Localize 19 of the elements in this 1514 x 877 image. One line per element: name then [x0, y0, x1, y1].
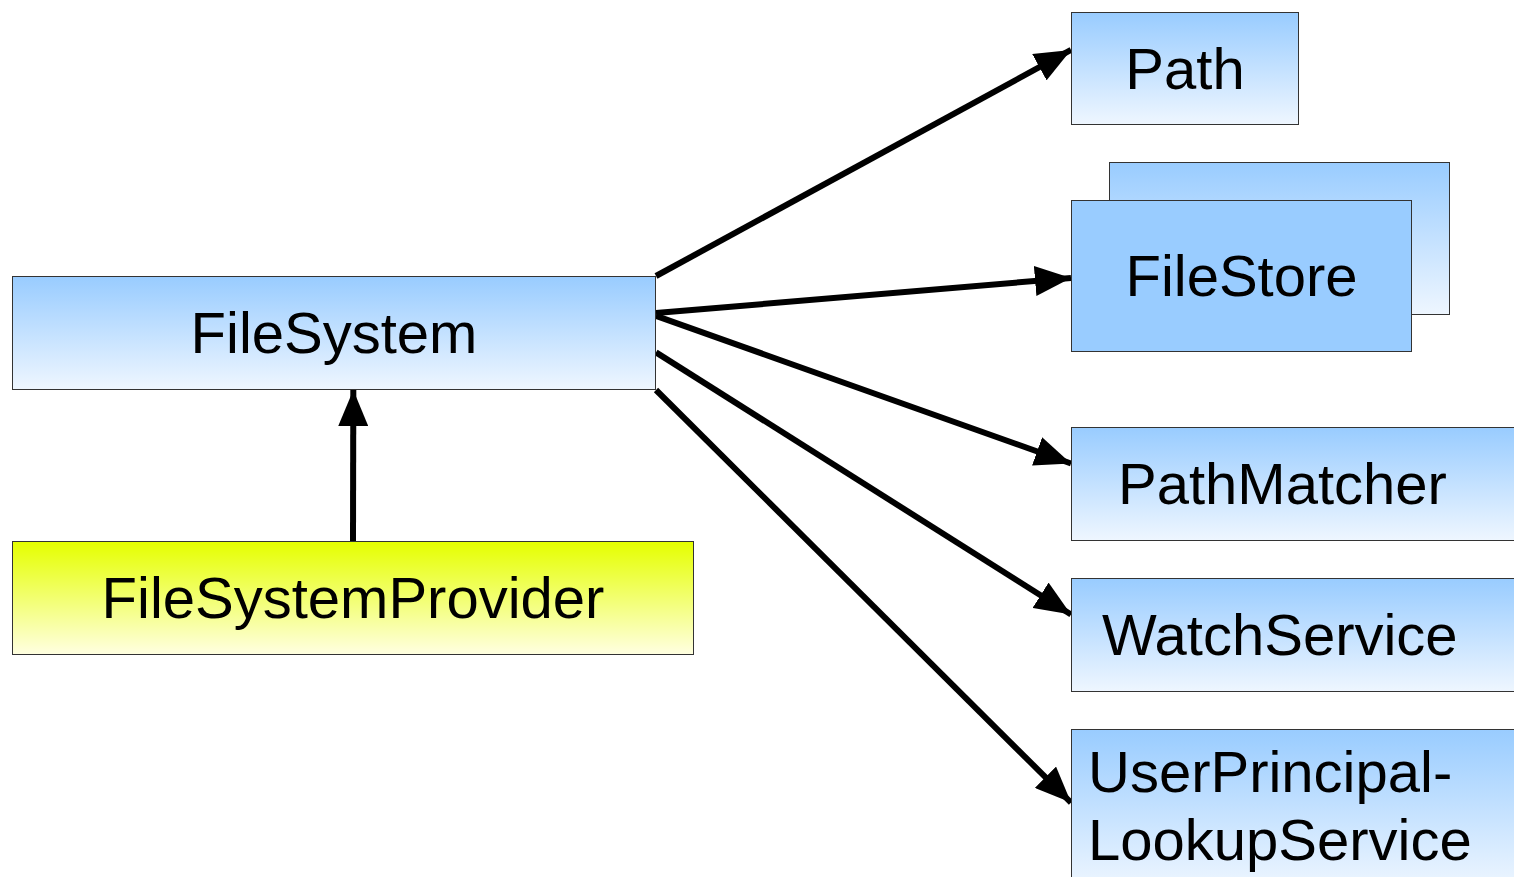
- stacked-class-box: [1071, 162, 1450, 352]
- arrow: [655, 313, 1072, 467]
- class-box: [1071, 729, 1514, 877]
- class-name: UserPrincipal- LookupService: [1088, 738, 1473, 874]
- arrow: [655, 266, 1072, 317]
- class-box: [1071, 12, 1299, 125]
- class-name: FileSystem: [190, 299, 478, 367]
- class-name: WatchService: [1102, 601, 1458, 669]
- class-box: [1071, 578, 1514, 692]
- class-name: PathMatcher: [1118, 450, 1447, 518]
- class-name: FileStore: [1125, 242, 1358, 310]
- arrow: [654, 47, 1073, 279]
- class-box: [12, 541, 694, 655]
- class-box: [12, 276, 656, 390]
- class-name: Path: [1125, 34, 1245, 103]
- class-name: FileSystemProvider: [101, 564, 605, 632]
- class-box: [1071, 427, 1514, 541]
- arrow: [338, 390, 369, 541]
- arrow: [654, 349, 1073, 617]
